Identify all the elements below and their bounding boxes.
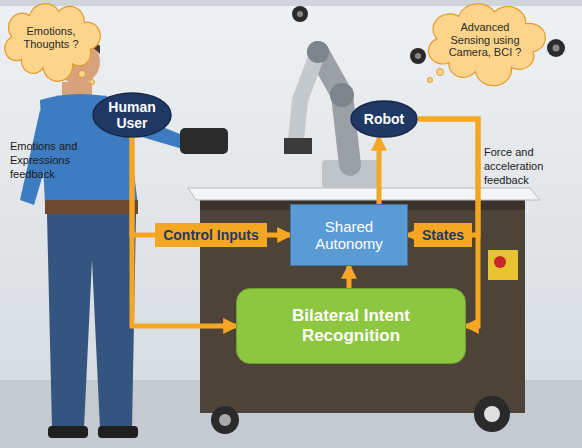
thought-cloud: Emotions, Thoughts ? [2, 2, 100, 74]
flow-arrow [377, 138, 382, 204]
node-text: Advanced Sensing using Camera, BCI ? [445, 21, 525, 59]
flow-arrow [347, 266, 352, 288]
thought-cloud: Advanced Sensing using Camera, BCI ? [425, 2, 545, 78]
cloud-shape [5, 4, 100, 82]
flow-arrow [132, 138, 290, 235]
annotation-text: Emotions and Expressions feedback [10, 140, 92, 181]
node-text: Bilateral Intent Recognition [267, 306, 435, 345]
cloud-shape [429, 4, 546, 86]
flow-arrow [408, 119, 478, 235]
process-box: Bilateral Intent Recognition [236, 288, 466, 364]
agent-ellipse: Robot [350, 100, 418, 138]
ellipse-shape [93, 93, 171, 137]
node-text: Emotions, Thoughts ? [20, 25, 82, 50]
node-text: Robot [364, 111, 404, 127]
agent-ellipse: Human User [92, 92, 172, 138]
node-text: Human User [98, 99, 166, 131]
node-text: Shared Autonomy [303, 218, 395, 253]
edge-label: States [414, 223, 472, 247]
edge-label: Control Inputs [155, 223, 267, 247]
annotation-text: Force and acceleration feedback [484, 146, 576, 187]
ellipse-shape [351, 101, 417, 137]
thought-bubbles [79, 69, 444, 85]
ceiling-strip [0, 0, 582, 6]
process-box: Shared Autonomy [290, 204, 408, 266]
